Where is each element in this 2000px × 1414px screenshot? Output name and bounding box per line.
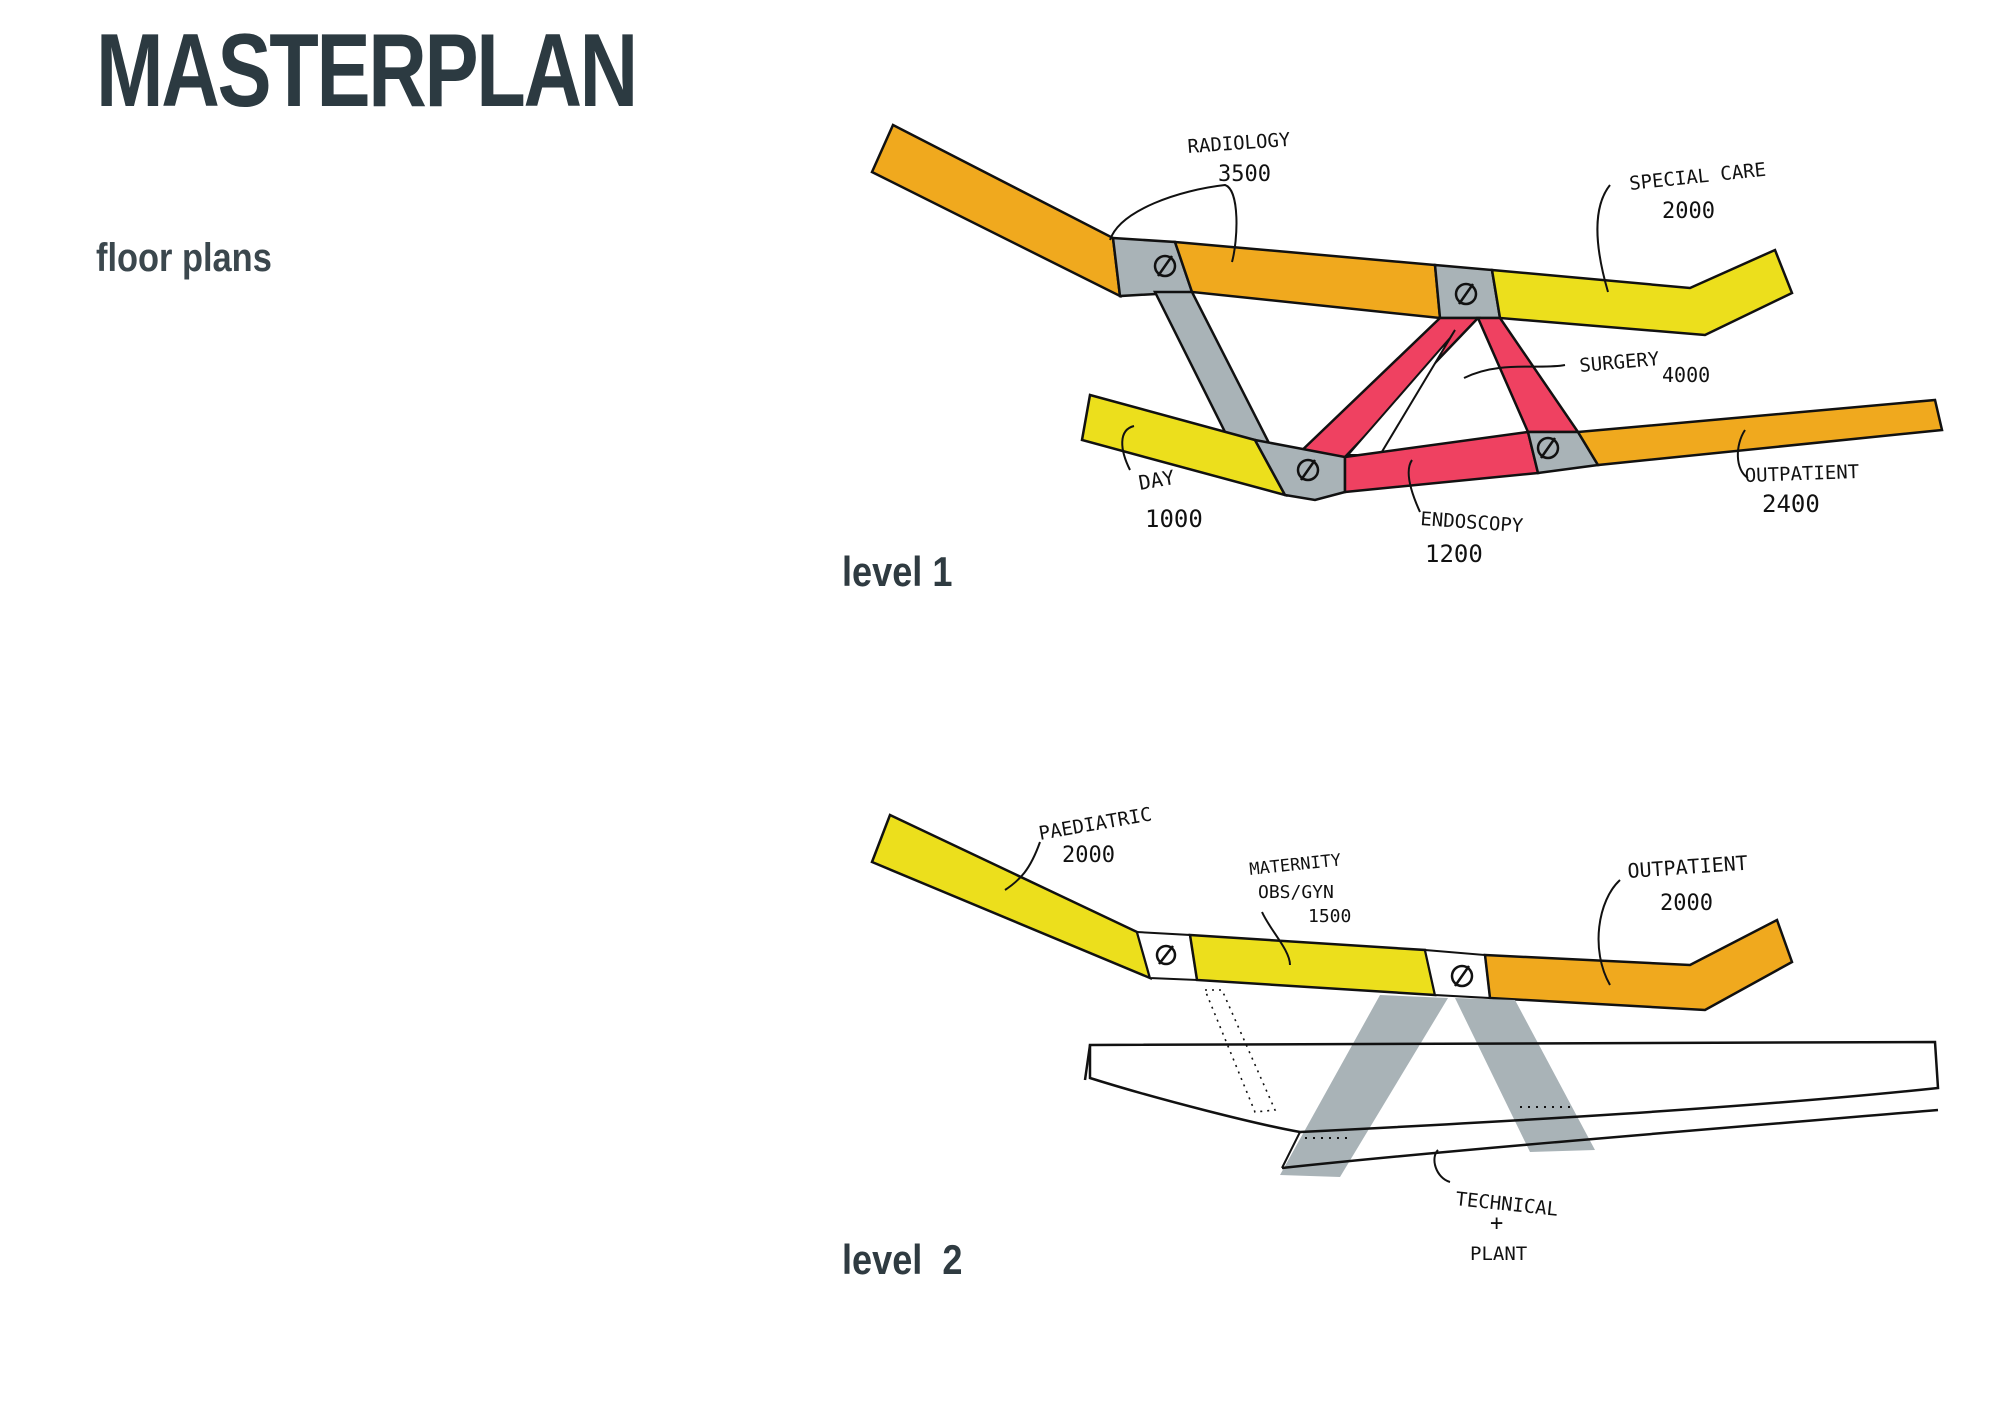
label-special-care: SPECIAL CARE <box>1628 159 1767 195</box>
label-radiology: RADIOLOGY <box>1187 129 1292 158</box>
value-special-care: 2000 <box>1662 199 1715 224</box>
value-endoscopy: 1200 <box>1425 540 1483 568</box>
value-outpatient-l2: 2000 <box>1660 891 1713 916</box>
l2-grey-right-leg <box>1455 998 1595 1152</box>
l2-technical-plant-bar <box>1088 1040 1940 1134</box>
l1-node-c <box>1252 438 1347 502</box>
label-endoscopy: ENDOSCOPY <box>1420 508 1525 537</box>
level2-diagram: PAEDIATRIC 2000 MATERNITY OBS/GYN 1500 O… <box>870 803 1940 1265</box>
l2-core-markers <box>1155 944 1474 988</box>
l2-dotted-leg <box>1203 989 1277 1113</box>
l1-leader-lines <box>1109 183 1749 513</box>
l1-day-bar <box>1080 393 1288 497</box>
level1-diagram: RADIOLOGY 3500 SPECIAL CARE 2000 SURGERY… <box>870 123 1944 568</box>
label-surgery: SURGERY <box>1579 348 1661 377</box>
l1-radiology-bar <box>1173 240 1442 320</box>
l1-special-care-bar <box>1490 248 1794 337</box>
l2-paediatric-wing <box>870 813 1152 981</box>
l2-node-b <box>1423 948 1492 1000</box>
label-outpatient-l2: OUTPATIENT <box>1627 851 1749 883</box>
page-title: MASTERPLAN <box>96 13 638 129</box>
l2-outpatient-bar <box>1483 918 1794 1012</box>
value-radiology: 3500 <box>1218 162 1271 187</box>
level1-label: level 1 <box>842 548 953 595</box>
value-maternity: 1500 <box>1308 906 1351 927</box>
l1-surgery-right-leg <box>1476 316 1581 434</box>
value-technical: PLANT <box>1470 1243 1527 1265</box>
l1-core-markers <box>1153 254 1560 482</box>
sub-technical: + <box>1490 1211 1503 1236</box>
l2-leader-lines <box>1004 841 1621 1183</box>
label-technical: TECHNICAL <box>1454 1188 1559 1221</box>
l2-maternity-bar <box>1188 933 1437 997</box>
sub-maternity: OBS/GYN <box>1258 882 1334 903</box>
value-day: 1000 <box>1145 505 1203 533</box>
value-outpatient-l1: 2400 <box>1762 490 1820 518</box>
l1-outpatient-bar <box>1575 398 1944 467</box>
page-subtitle: floor plans <box>96 236 272 280</box>
level2-label: level 2 <box>842 1236 963 1283</box>
l1-upper-left-wing <box>870 123 1122 299</box>
value-paediatric: 2000 <box>1062 843 1115 868</box>
value-surgery: 4000 <box>1662 363 1710 387</box>
label-paediatric: PAEDIATRIC <box>1037 803 1153 845</box>
label-day: DAY <box>1137 465 1177 495</box>
l2-grey-left-leg <box>1280 995 1448 1177</box>
label-maternity: MATERNITY <box>1248 850 1342 880</box>
label-outpatient-l1: OUTPATIENT <box>1744 461 1859 487</box>
